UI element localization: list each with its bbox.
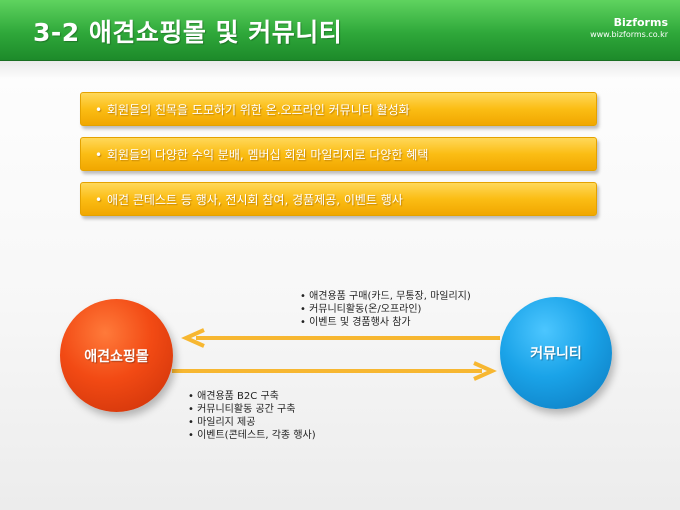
feature-bar-3: • 애견 콘테스트 등 행사, 전시회 참여, 경품제공, 이벤트 행사 [80,182,597,216]
brand-name: Bizforms [613,16,668,29]
arrow-to-shopping-mall [181,328,500,348]
community-label: 커뮤니티 [530,346,582,362]
list-item: 애견용품 B2C 구축 [188,390,316,403]
feature-bar-1: • 회원들의 친목을 도모하기 위한 온.오프라인 커뮤니티 활성화 [80,92,597,126]
community-node: 커뮤니티 [500,297,612,409]
bullet-icon: • [95,193,103,207]
list-item: 커뮤니티활동 공간 구축 [188,403,316,416]
header-banner: 3-2 애견쇼핑몰 및 커뮤니티 Bizforms www.bizforms.c… [0,0,680,61]
mall-services-list: 애견용품 B2C 구축 커뮤니티활동 공간 구축 마일리지 제공 이벤트(콘테스… [188,390,316,442]
arrow-to-community [172,361,497,381]
header-shadow [0,61,680,79]
brand-logo: Bizforms www.bizforms.co.kr [590,16,668,39]
feature-bar-text: 회원들의 다양한 수익 분배, 멤버십 회원 마일리지로 다양한 혜택 [107,148,429,162]
page-title: 3-2 애견쇼핑몰 및 커뮤니티 [33,18,343,47]
brand-url: www.bizforms.co.kr [590,30,668,39]
list-item: 마일리지 제공 [188,416,316,429]
community-activities-list: 애견용품 구매(카드, 무통장, 마일리지) 커뮤니티활동(온/오프라인) 이벤… [300,290,471,329]
list-item: 이벤트 및 경품행사 참가 [300,316,471,329]
feature-bar-2: • 회원들의 다양한 수익 분배, 멤버십 회원 마일리지로 다양한 혜택 [80,137,597,171]
shopping-mall-node: 애견쇼핑몰 [60,299,173,412]
bullet-icon: • [95,148,103,162]
shopping-mall-label: 애견쇼핑몰 [84,348,149,365]
list-item: 커뮤니티활동(온/오프라인) [300,303,471,316]
bullet-icon: • [95,103,103,117]
feature-bar-text: 애견 콘테스트 등 행사, 전시회 참여, 경품제공, 이벤트 행사 [107,193,403,207]
list-item: 이벤트(콘테스트, 각종 행사) [188,429,316,442]
list-item: 애견용품 구매(카드, 무통장, 마일리지) [300,290,471,303]
feature-bar-text: 회원들의 친목을 도모하기 위한 온.오프라인 커뮤니티 활성화 [107,103,410,117]
